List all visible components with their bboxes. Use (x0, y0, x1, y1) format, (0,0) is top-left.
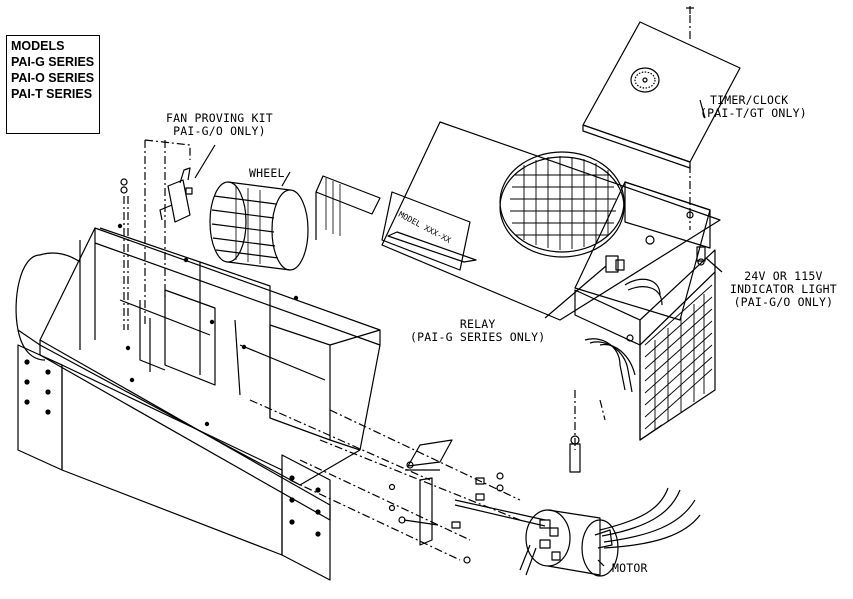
timer-clock-line2: (PAI-T/GT ONLY) (700, 106, 807, 120)
relay-line2: (PAI-G SERIES ONLY) (410, 330, 546, 344)
wheel-label: WHEEL (249, 167, 285, 180)
models-series-pai-g: PAI-G SERIES (11, 55, 95, 69)
indicator-light-line3: (PAI-G/O ONLY) (733, 295, 834, 309)
fan-proving-kit-part (144, 139, 216, 325)
wheel-label-text: WHEEL (249, 166, 285, 180)
housing (15, 223, 381, 581)
motor-assembly (249, 210, 701, 577)
models-legend-box: MODELS PAI-G SERIES PAI-O SERIES PAI-T S… (6, 35, 100, 134)
fan-proving-kit-label: FAN PROVING KIT PAI-G/O ONLY) (166, 112, 273, 138)
models-series-pai-t: PAI-T SERIES (11, 87, 93, 101)
motor-label-text: MOTOR (612, 561, 648, 575)
timer-clock-label: TIMER/CLOCK (PAI-T/GT ONLY) (700, 94, 807, 120)
relay-line1: RELAY (459, 317, 496, 331)
timer-clock-cover (582, 6, 741, 210)
round-grille (499, 151, 625, 258)
blower-wheel (209, 171, 309, 271)
control-box (574, 181, 723, 441)
relay-leader-line (544, 265, 607, 319)
mounting-screws (120, 178, 129, 330)
fan-proving-kit-line2: PAI-G/O ONLY) (173, 124, 266, 138)
cover-plate: MODEL XXX-XX (381, 121, 721, 321)
indicator-light-label: 24V OR 115V INDICATOR LIGHT (PAI-G/O ONL… (730, 270, 837, 309)
indicator-light-line1: 24V OR 115V (744, 269, 823, 283)
timer-clock-line1: TIMER/CLOCK (710, 93, 789, 107)
motor-label: MOTOR (612, 562, 648, 575)
models-series-pai-o: PAI-O SERIES (11, 71, 95, 85)
indicator-light-line2: INDICATOR LIGHT (730, 282, 837, 296)
model-plate-text: MODEL XXX-XX (397, 210, 452, 245)
relay-label: RELAY (PAI-G SERIES ONLY) (410, 318, 545, 344)
fan-proving-kit-line1: FAN PROVING KIT (166, 111, 273, 125)
models-title: MODELS (11, 39, 65, 53)
filter-strip (315, 175, 381, 240)
